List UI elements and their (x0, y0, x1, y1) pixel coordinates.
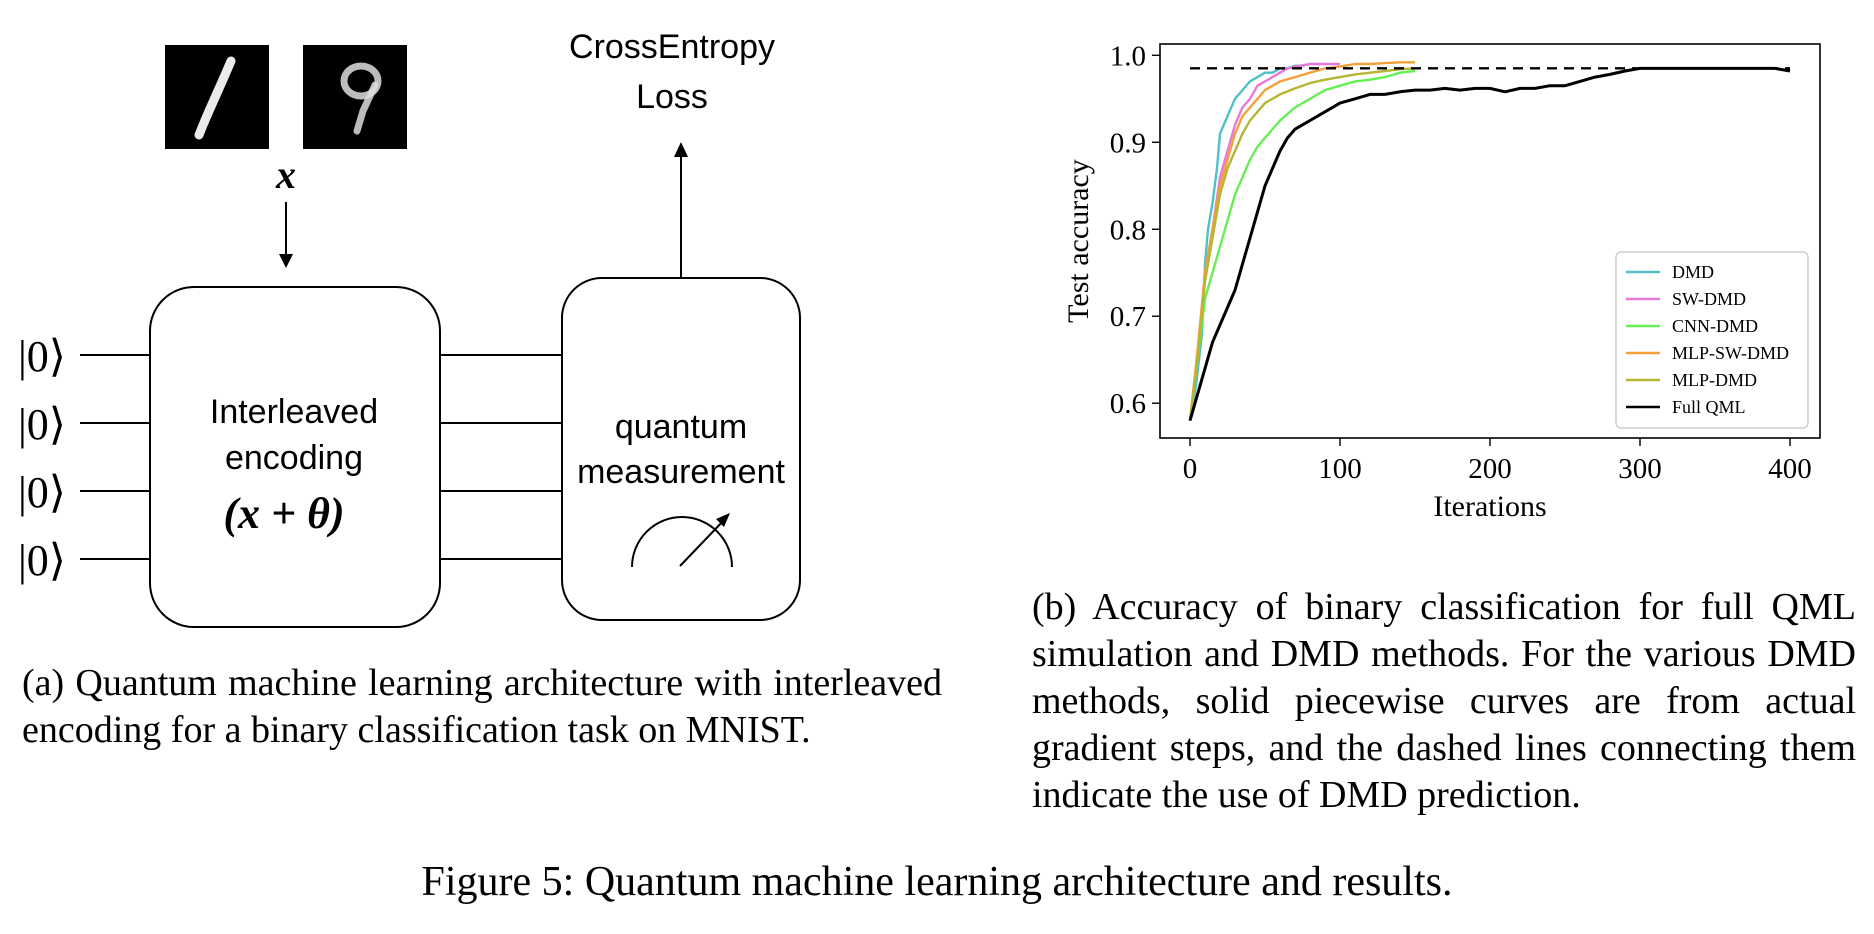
loss-arrowhead (674, 142, 688, 157)
x-axis-label: Iterations (1433, 490, 1546, 523)
meter-icon (631, 513, 733, 568)
mnist-digit-one-image (165, 45, 269, 149)
caption-a: (a) Quantum machine learning architectur… (22, 662, 942, 751)
qml-architecture-diagram: x |0⟩ |0⟩ |0⟩ |0⟩ Interleaved encoding (… (18, 28, 801, 628)
ket-zero-1: |0⟩ (18, 332, 66, 381)
x-tick-label-300: 300 (1618, 453, 1662, 485)
mnist-digit-nine-image (303, 45, 407, 149)
y-tick-label-0: 0.6 (1110, 388, 1146, 420)
y-tick-label-1: 0.7 (1110, 301, 1146, 333)
legend-label-mlp-dmd: MLP-DMD (1672, 370, 1757, 390)
y-tick-label-2: 0.8 (1110, 214, 1146, 246)
x-tick-label-0: 0 (1183, 453, 1198, 485)
digit-one-glyph (194, 56, 236, 140)
series-line-cnn-dmd (1188, 69, 1416, 421)
y-tick-label-4: 1.0 (1110, 40, 1146, 72)
figure-caption: Figure 5: Quantum machine learning archi… (421, 859, 1453, 905)
y-axis-label: Test accuracy (1062, 159, 1095, 323)
ket-zero-2: |0⟩ (18, 400, 66, 449)
legend-label-mlp-sw-dmd: MLP-SW-DMD (1672, 343, 1789, 363)
measurement-title-line1: quantum (615, 408, 747, 446)
middle-wires (440, 354, 562, 560)
input-wires (80, 354, 150, 560)
x-tick-label-200: 200 (1468, 453, 1512, 485)
series-line-mlp-sw-dmd (1188, 61, 1415, 421)
input-arrowhead (279, 254, 293, 268)
legend-box (1615, 251, 1809, 429)
measurement-title-line2: measurement (577, 453, 785, 491)
x-tick-label-400: 400 (1768, 453, 1812, 485)
input-variable-label: x (275, 152, 296, 197)
encoding-formula: (x + θ) (223, 489, 344, 538)
encoding-title-line1: Interleaved (210, 393, 378, 431)
legend-label-cnn-dmd: CNN-DMD (1672, 316, 1758, 336)
legend-label-full-qml: Full QML (1672, 397, 1746, 417)
y-tick-label-3: 0.9 (1110, 127, 1146, 159)
digit-nine-glyph (340, 62, 382, 135)
ket-zero-4: |0⟩ (18, 536, 66, 585)
measurement-block (561, 277, 801, 621)
x-tick-label-100: 100 (1318, 453, 1362, 485)
series-line-mlp-dmd (1188, 67, 1416, 421)
legend-label-sw-dmd: SW-DMD (1672, 289, 1746, 309)
encoding-block (149, 286, 441, 628)
loss-label-line1: CrossEntropy (569, 28, 775, 66)
qubit-inputs: |0⟩ |0⟩ |0⟩ |0⟩ (18, 332, 66, 585)
caption-b: (b) Accuracy of binary classification fo… (1032, 586, 1856, 816)
loss-label-line2: Loss (636, 78, 708, 116)
encoding-title-line2: encoding (225, 439, 363, 477)
legend-label-dmd: DMD (1672, 262, 1714, 282)
ket-zero-3: |0⟩ (18, 468, 66, 517)
